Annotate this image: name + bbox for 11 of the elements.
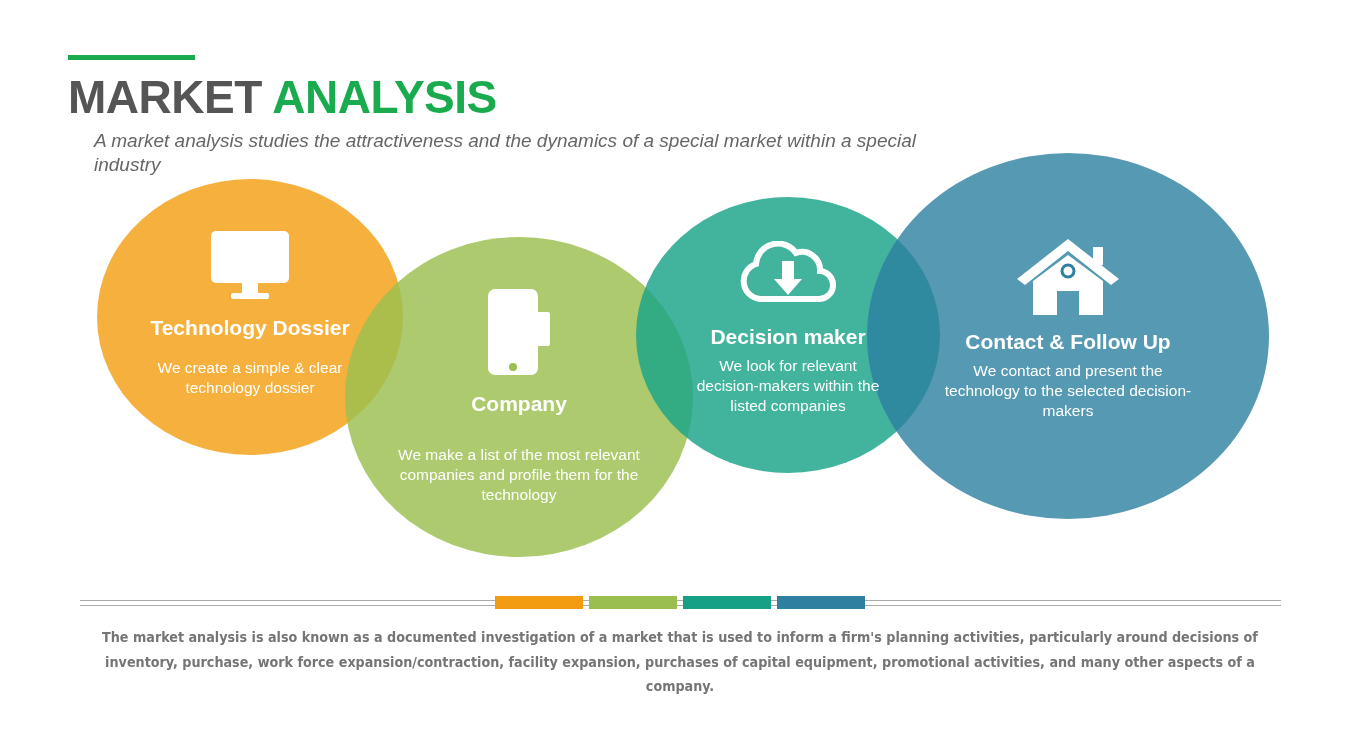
circle-heading: Contact & Follow Up bbox=[964, 330, 1172, 354]
circle-description: We look for relevant decision-makers within the listed companies bbox=[695, 356, 881, 416]
circle-description: We make a list of the most relevant companies and profile them for the technology bbox=[397, 445, 641, 505]
circle-heading: Decision maker bbox=[709, 325, 867, 349]
circle-description: We create a simple & clear technology dossier bbox=[156, 358, 344, 398]
description-paragraph: The market analysis is also known as a documented investigation of a market that is used to inform a firm's planning activities, particularly around decisions of inventory, purchase, work force expansion/contraction, facility expansion, purchases of capital equipment, promotional activities, and many other aspects of a company. bbox=[101, 628, 1259, 696]
subtitle: A market analysis studies the attractiveness and the dynamics of a special market within a special industry bbox=[94, 129, 918, 177]
title: MARKET ANALYSIS bbox=[68, 70, 497, 124]
circle-description: We contact and present the technology to the selected decision-makers bbox=[943, 361, 1193, 421]
circle-heading: Technology Dossier bbox=[149, 316, 351, 340]
circle-heading: Company bbox=[470, 392, 568, 416]
